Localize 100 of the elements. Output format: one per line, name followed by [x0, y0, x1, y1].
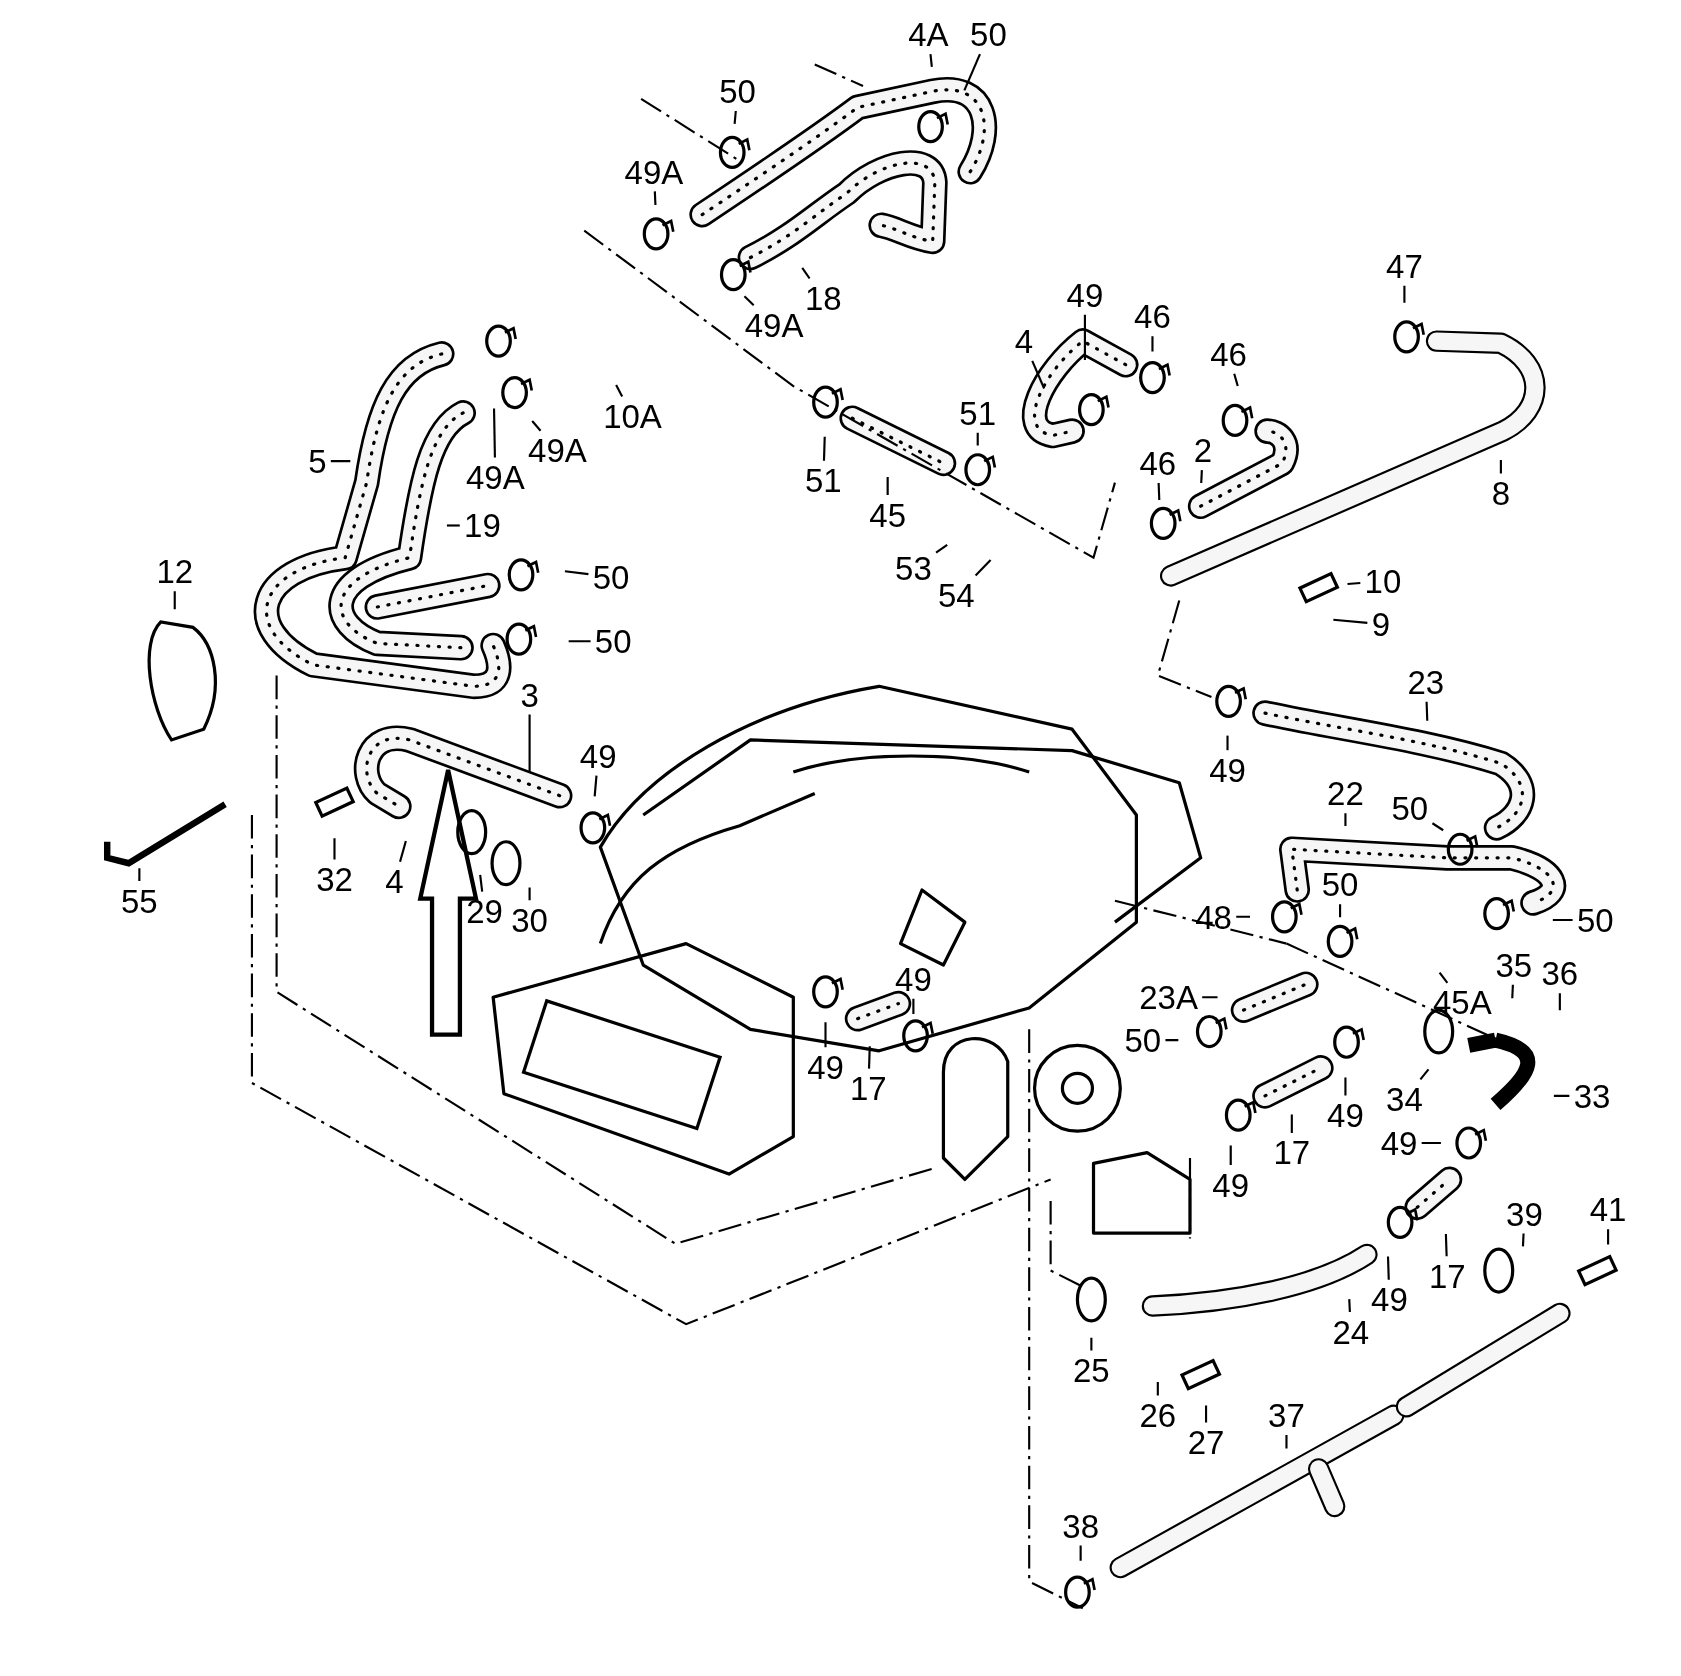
leader-line: [568, 640, 591, 643]
callout-number: 49: [1066, 278, 1104, 312]
callout-number: 49: [1380, 1126, 1418, 1160]
callout-number: 33: [1573, 1079, 1611, 1113]
leader-line: [330, 460, 351, 463]
leader-line: [1421, 1141, 1441, 1145]
leader-line: [1031, 360, 1046, 389]
leader-line: [1521, 1233, 1525, 1247]
leader-line: [1344, 813, 1347, 827]
callout-number: 46: [1139, 446, 1177, 480]
callout-number: 46: [1210, 337, 1247, 371]
callout-number: 17: [1273, 1135, 1311, 1169]
leader-line: [1202, 996, 1218, 999]
leader-line: [1151, 336, 1154, 352]
callout-number: 54: [937, 578, 975, 612]
leader-line: [801, 267, 811, 280]
leader-line: [1348, 1299, 1351, 1312]
leader-line: [1347, 581, 1361, 586]
callout-number: 47: [1386, 249, 1423, 283]
callout-number: 49: [895, 962, 932, 996]
leader-line: [615, 384, 624, 397]
callout-number: 50: [1124, 1023, 1162, 1057]
leader-line: [564, 570, 589, 576]
leader-line: [733, 110, 737, 124]
callout-number: 51: [959, 396, 997, 430]
callout-number: 24: [1332, 1315, 1370, 1348]
callout-number: 4A: [908, 17, 949, 51]
leader-line: [653, 191, 657, 205]
callout-number: 36: [1541, 956, 1579, 990]
leader-line: [1205, 1405, 1208, 1423]
callout-number: 23A: [1139, 980, 1198, 1014]
callout-number: 35: [1495, 948, 1533, 982]
leader-line: [1438, 971, 1449, 984]
leader-line: [173, 591, 176, 610]
callout-number: 26: [1139, 1398, 1177, 1432]
callout-number: 38: [1062, 1509, 1099, 1543]
callout-number: 50: [719, 74, 756, 108]
leader-line: [1165, 1039, 1179, 1042]
callout-number: 50: [1576, 903, 1614, 937]
callout-number: 29: [466, 894, 503, 928]
callout-number: 49A: [465, 460, 525, 494]
leader-line: [1083, 314, 1086, 361]
leader-line: [1553, 1094, 1570, 1097]
callout-number: 3: [520, 678, 539, 712]
callout-number: 4: [385, 864, 404, 898]
leader-line: [1403, 285, 1406, 303]
leader-line: [492, 408, 496, 458]
leader-line: [1090, 1337, 1093, 1351]
callout-number: 50: [1321, 867, 1359, 901]
leader-line: [1499, 460, 1502, 474]
callout-number: 46: [1134, 299, 1171, 333]
leader-line: [929, 54, 933, 68]
leader-line: [1419, 1068, 1430, 1080]
callout-number: 49A: [528, 433, 587, 467]
callout-number: 51: [805, 463, 842, 497]
callout-number: 45: [869, 498, 906, 532]
leader-line: [1200, 470, 1203, 484]
leader-line: [1558, 993, 1561, 1011]
leader-line: [1607, 1229, 1610, 1245]
callout-number: 22: [1327, 776, 1364, 810]
leader-line: [1431, 822, 1444, 832]
leader-line: [333, 838, 336, 860]
leader-line: [1339, 904, 1342, 918]
leader-line: [1552, 918, 1573, 922]
leader-line: [1233, 373, 1239, 387]
leader-line: [528, 714, 531, 773]
leader-line: [886, 477, 889, 496]
leader-line: [1511, 984, 1514, 999]
leader-line: [531, 420, 542, 432]
callout-number: 17: [850, 1071, 887, 1105]
callout-number: 10A: [603, 399, 662, 433]
leader-line: [1079, 1545, 1082, 1561]
leader-line: [138, 868, 141, 881]
leader-line: [446, 524, 460, 527]
callout-number: 50: [970, 17, 1007, 51]
leader-line: [399, 840, 407, 862]
leader-line: [822, 436, 826, 461]
leader-line: [528, 887, 531, 901]
leader-line: [867, 1046, 871, 1069]
callout-number: 12: [156, 554, 194, 588]
callout-number: 49A: [744, 308, 804, 342]
leader-line: [1344, 1077, 1347, 1096]
callout-number: 19: [464, 508, 501, 542]
callout-number: 50: [1391, 791, 1429, 825]
leader-line: [1425, 701, 1429, 721]
callout-number: 49: [1209, 753, 1246, 787]
callout-number: 37: [1268, 1398, 1305, 1432]
callout-number: 9: [1371, 607, 1390, 641]
hose-drawing: [353, 725, 573, 820]
leader-line: [593, 775, 598, 797]
leader-line: [912, 998, 915, 1014]
leader-line: [976, 432, 979, 446]
leader-line: [963, 53, 981, 91]
callout-number: 25: [1073, 1353, 1110, 1387]
leader-line: [824, 1022, 827, 1048]
callout-number: 49: [579, 739, 617, 773]
callout-number: 49A: [624, 155, 684, 188]
callout-number: 49: [807, 1050, 844, 1084]
callout-number: 4: [1014, 324, 1033, 358]
leader-line: [1226, 735, 1229, 751]
